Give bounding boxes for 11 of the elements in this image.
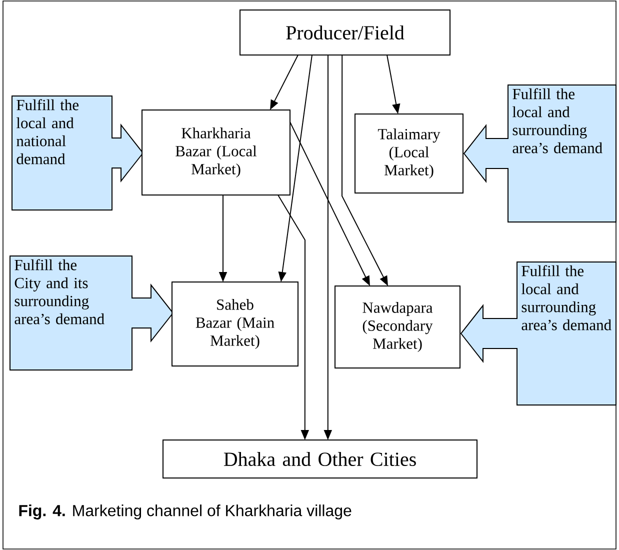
- callout-arrow-box: Fulfill the local and surrounding area’s demand: [463, 84, 616, 222]
- process-box: Nawdapara (Secondary Market): [334, 286, 460, 368]
- callout-arrow-box: Fulfill the local and surrounding area’s demand: [460, 262, 616, 406]
- callout-arrow-box: Fulfill the City and its surrounding area’s demand: [10, 256, 174, 370]
- process-box: Saheb Bazar (Main Market): [172, 282, 298, 366]
- callout-arrow-box: Fulfill the local and national demand: [12, 96, 144, 210]
- process-box: Producer/Field: [240, 10, 450, 56]
- caption: Fig. 4. Marketing channel of Kharkharia village: [19, 504, 352, 520]
- process-box: Talaimary (Local Market): [354, 114, 464, 194]
- process-box: Kharkharia Bazar (Local Market): [142, 110, 290, 196]
- process-box: Dhaka and Other Cities: [162, 440, 478, 478]
